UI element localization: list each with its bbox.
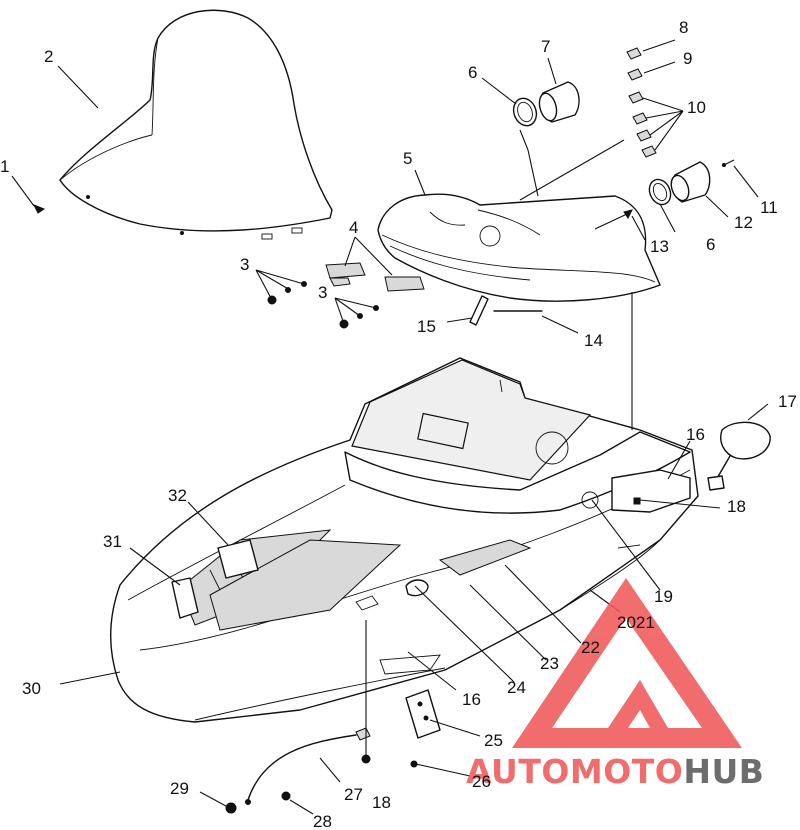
callout-labels: 1 2 3 3 4 5 6 6 7 8 9 10 11 12 13 14 15 … [0, 18, 797, 830]
callout-32: 32 [168, 486, 187, 505]
callout-19: 19 [654, 587, 673, 606]
nose-pan-part [377, 193, 661, 302]
callout-3: 3 [240, 255, 249, 274]
callout-12: 12 [734, 213, 753, 232]
callout-28: 28 [313, 812, 332, 830]
headlight-ring-left [512, 97, 538, 127]
callout-4: 4 [349, 218, 358, 237]
headlight-lens-left [538, 81, 580, 123]
bracket-upper [325, 262, 366, 287]
callout-18: 18 [372, 793, 391, 812]
callout-29: 29 [170, 779, 189, 798]
bulb-pin [721, 159, 735, 167]
watermark-logo: AUTOMOTOHUB [466, 578, 764, 791]
callout-14: 14 [584, 331, 603, 350]
callout-15: 15 [417, 317, 436, 336]
screw-set-lower [339, 305, 379, 329]
nut-29 [225, 799, 251, 814]
bolt-28 [281, 791, 291, 801]
callout-6: 6 [706, 235, 715, 254]
callout-8: 8 [679, 18, 688, 37]
screw-13 [594, 209, 633, 230]
leader-lines [11, 39, 769, 815]
callout-16: 16 [686, 425, 705, 444]
callout-1: 1 [0, 157, 9, 176]
watermark-text-secondary: HUB [683, 752, 764, 791]
callout-30: 30 [22, 679, 41, 698]
cable-27 [247, 734, 357, 801]
callout-13: 13 [650, 237, 669, 256]
callout-26: 26 [472, 772, 491, 791]
callout-6: 6 [468, 63, 477, 82]
hood-body-part [110, 357, 699, 723]
callout-5: 5 [403, 149, 412, 168]
watermark-text-main: AUTOMOTO [466, 752, 683, 791]
headlight-ring-right [648, 178, 672, 206]
headlight-lens-right [670, 161, 711, 203]
callout-2: 2 [44, 47, 53, 66]
retainer-clips [626, 47, 657, 158]
mirror-part [707, 421, 771, 491]
callout-10: 10 [687, 98, 706, 117]
callout-2021: 2021 [617, 613, 655, 632]
callout-7: 7 [541, 37, 550, 56]
strap-15 [469, 295, 489, 326]
cable-clip [355, 727, 371, 741]
bracket-25 [405, 689, 441, 739]
callout-17: 17 [778, 392, 797, 411]
callout-23: 23 [540, 654, 559, 673]
nut-18-lower [361, 754, 371, 764]
callout-11: 11 [760, 198, 778, 217]
screw-set-upper [267, 281, 307, 305]
windshield-part [59, 9, 333, 240]
bracket-lower [384, 276, 425, 292]
callout-24: 24 [507, 678, 526, 697]
watermark-triangle-inner [608, 680, 668, 728]
callout-22: 22 [581, 638, 600, 657]
watermark-text: AUTOMOTOHUB [466, 752, 764, 791]
callout-25: 25 [484, 731, 503, 750]
callout-3: 3 [318, 283, 327, 302]
callout-16: 16 [462, 690, 481, 709]
watermark-triangle [512, 578, 742, 748]
callout-18: 18 [727, 497, 746, 516]
callout-27: 27 [344, 785, 363, 804]
callout-9: 9 [683, 49, 692, 68]
callout-31: 31 [103, 532, 122, 551]
windshield-screw [32, 204, 46, 214]
